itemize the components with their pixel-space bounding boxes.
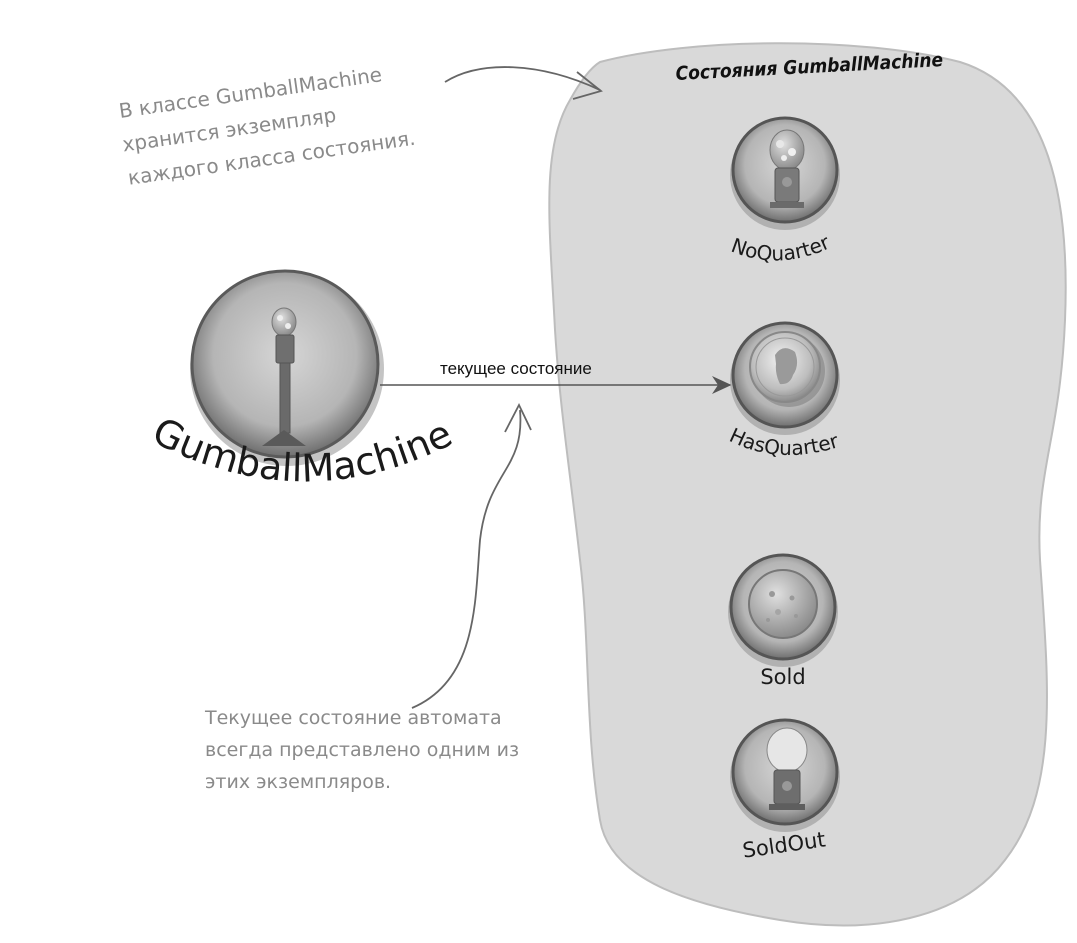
gumball-icon (748, 569, 818, 639)
current-state-arrow: текущее состояние (380, 359, 732, 394)
bottom-annotation-line3: этих экземпляров. (205, 771, 391, 793)
top-annotation: В классе GumballMachine хранится экземпл… (117, 62, 603, 190)
state-hasquarter: HasQuarter (726, 321, 842, 460)
bottom-annotation-line2: всегда представлено одним из (205, 739, 519, 761)
states-region (548, 42, 1067, 927)
bottom-annotation-line1: Текущее состояние автомата (204, 707, 502, 729)
state-noquarter: NoQuarter (728, 116, 840, 266)
top-annotation-arrow (444, 66, 601, 91)
gumball-machine-object: GumballMachine (146, 269, 459, 491)
current-state-label: текущее состояние (440, 359, 592, 378)
quarter-coin-icon (749, 331, 825, 407)
bottom-annotation: Текущее состояние автомата всегда предст… (204, 402, 532, 793)
gumball-machine-icon (262, 307, 306, 446)
state-sold-label: Sold (760, 665, 805, 689)
empty-gumball-machine-icon (766, 727, 808, 810)
state-soldout: SoldOut (730, 718, 840, 863)
gumball-machine-icon (769, 129, 805, 208)
state-sold: Sold (728, 553, 838, 689)
bottom-annotation-arrow (411, 409, 522, 709)
